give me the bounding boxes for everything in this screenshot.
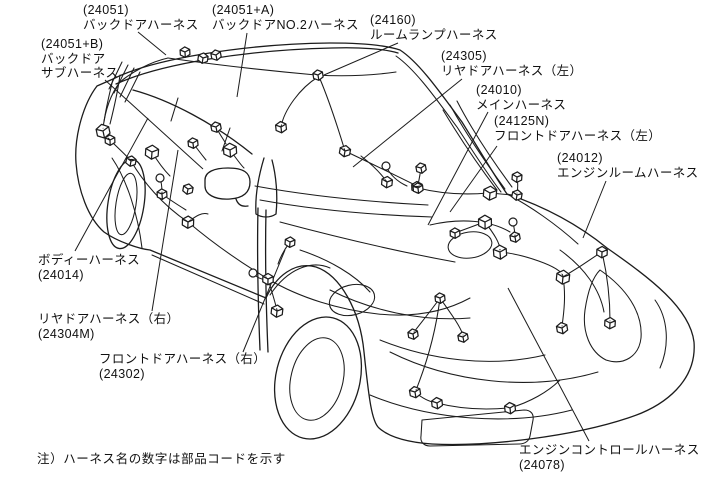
harness-label-back-door-no2: (24051+A)バックドアNO.2ハーネス [212, 3, 359, 32]
harness-label-front-door-right: フロントドアハーネス（右）(24302) [99, 352, 266, 381]
connector-icon [262, 272, 274, 286]
connector-icon [604, 316, 616, 330]
harness-label-line: エンジンルームハーネス [557, 165, 699, 180]
connector-icon [380, 175, 394, 189]
connector-icon [511, 189, 523, 201]
connector-icon [457, 331, 469, 343]
harness-label-line: リヤドアハーネス（左） [441, 63, 583, 78]
harness-label-line: (24010) [476, 83, 522, 97]
harness-label-rear-door-left: (24305)リヤドアハーネス（左） [441, 49, 582, 78]
connector-icon [407, 328, 419, 340]
leader-line-engine-room [582, 180, 607, 239]
connector-icon [182, 183, 194, 195]
connector-icon [434, 292, 446, 304]
harness-label-line: エンジンコントロールハーネス [519, 443, 700, 457]
connector-icon [449, 227, 461, 240]
harness-label-line: ルームランプハーネス [370, 27, 498, 42]
harness-label-line: メインハーネス [476, 97, 567, 112]
connector-icon [270, 304, 284, 318]
harness-label-line: (24125N) [494, 114, 550, 128]
car-body-outline [75, 42, 695, 447]
harness-label-line: (24078) [519, 457, 565, 472]
connector-icon [596, 245, 608, 259]
harness-label-line: (24305) [441, 49, 487, 63]
harness-label-back-door-sub: (24051+B)バックドアサブハーネス [41, 37, 118, 81]
connector-icon [338, 144, 352, 158]
harness-label-line: バックドア [41, 51, 106, 66]
harness-label-line: サブハーネス [41, 66, 119, 80]
harness-label-engine-control: エンジンコントロールハーネス(24078) [519, 443, 700, 472]
harness-label-line: フロントドアハーネス（左） [494, 128, 662, 143]
connector-icon [511, 171, 523, 184]
connector-icon [156, 188, 168, 201]
leader-line-rear-door-left [352, 78, 463, 168]
leader-line-main [427, 111, 489, 226]
leader-line-front-door-right [242, 249, 286, 353]
leader-line-back-door [137, 31, 167, 56]
harness-label-line: バックドアNO.2ハーネス [212, 17, 359, 32]
leader-line-room-lamp [323, 42, 399, 76]
connector-icon [210, 121, 222, 133]
connector-icon [430, 396, 444, 410]
connector-icon [412, 182, 424, 194]
connector-icons [95, 46, 616, 415]
connector-icon [210, 49, 222, 61]
connector-icon [144, 144, 160, 160]
harness-label-room-lamp: (24160)ルームランプハーネス [370, 13, 498, 42]
label-leader-lines [74, 31, 607, 442]
connector-icon [197, 52, 209, 64]
harness-label-line: バックドアハーネス [83, 17, 199, 32]
harness-label-line: (24302) [99, 366, 145, 381]
harness-label-back-door: (24051)バックドアハーネス [83, 3, 199, 32]
connector-icon [509, 231, 521, 243]
connector-icon [104, 134, 116, 147]
grommet-icon [248, 268, 258, 278]
leader-line-body [74, 117, 149, 252]
harness-label-line: (24014) [38, 267, 84, 282]
grommet-icon [508, 217, 518, 227]
connector-icon [482, 185, 498, 201]
connector-icon [274, 120, 288, 134]
connector-icon [477, 214, 493, 230]
connector-icon [222, 142, 238, 158]
connector-icon [95, 123, 111, 139]
harness-label-line: (24051) [83, 3, 129, 17]
grommet-icon [381, 161, 391, 171]
leader-line-back-door-sub [104, 79, 204, 170]
harness-label-rear-door-right: リヤドアハーネス（右）(24304M) [38, 312, 179, 341]
grommet-icon [155, 173, 165, 183]
harness-label-line: (24051+B) [41, 37, 104, 51]
connector-icon [125, 155, 137, 167]
leader-line-rear-door-right [151, 149, 179, 312]
harness-label-line: フロントドアハーネス（右） [99, 352, 267, 366]
leader-line-engine-control [507, 287, 590, 442]
harness-label-front-door-left: (24125N)フロントドアハーネス（左） [494, 114, 661, 143]
connector-icon [492, 244, 508, 260]
connector-icon [503, 401, 517, 415]
leader-line-front-door-left [449, 145, 498, 213]
connector-icon [408, 385, 422, 399]
harness-label-line: (24304M) [38, 326, 95, 341]
connector-icon [187, 137, 199, 149]
leader-line-back-door-no2 [236, 32, 248, 98]
connector-icon [555, 321, 569, 335]
connector-icon [312, 69, 324, 81]
connector-icon [284, 236, 296, 249]
connector-icon [415, 162, 427, 174]
harness-label-line: (24012) [557, 151, 603, 165]
harness-label-line: (24160) [370, 13, 416, 27]
footnote: 注）ハーネス名の数字は部品コードを示す [37, 452, 286, 466]
harness-label-engine-room: (24012)エンジンルームハーネス [557, 151, 699, 180]
harness-label-line: リヤドアハーネス（右） [38, 312, 180, 326]
harness-label-line: (24051+A) [212, 3, 275, 17]
harness-label-line: ボディーハーネス [38, 253, 141, 267]
harness-label-main: (24010)メインハーネス [476, 83, 566, 112]
connector-icon [179, 46, 191, 59]
connector-icon [555, 269, 571, 285]
connector-icon [181, 215, 195, 229]
harness-label-body: ボディーハーネス(24014) [38, 253, 140, 282]
